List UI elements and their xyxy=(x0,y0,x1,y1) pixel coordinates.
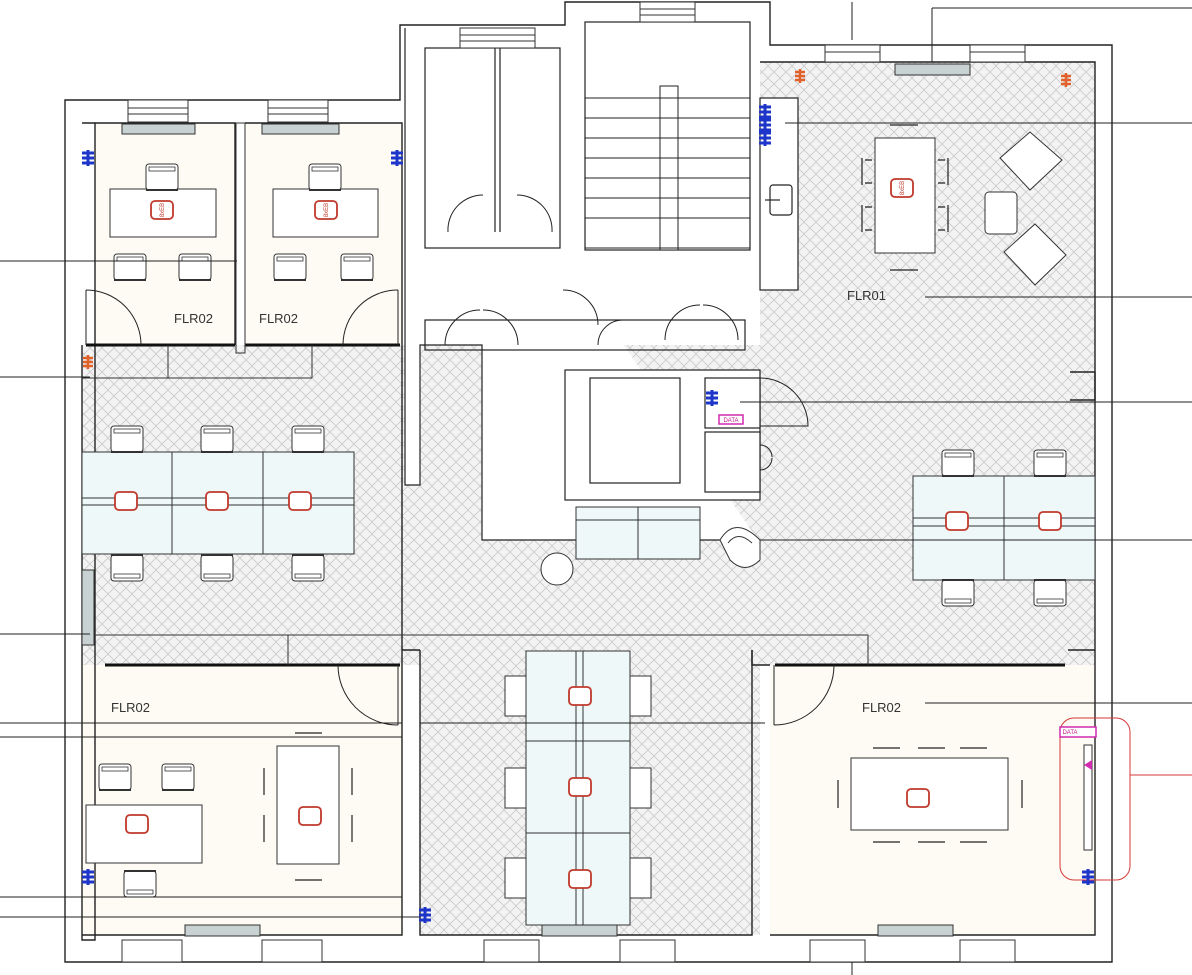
desk-cluster-west xyxy=(81,425,355,582)
svg-text:DATA: DATA xyxy=(1062,730,1077,736)
desk: 8xEB xyxy=(272,163,379,281)
windows xyxy=(81,1,1026,963)
room-label: FLR02 xyxy=(111,700,150,715)
svg-text:DATA: DATA xyxy=(723,418,738,424)
sofa-icon xyxy=(575,506,701,560)
room-label: FLR02 xyxy=(174,311,213,326)
socket-tag: 8xEB xyxy=(160,203,166,217)
door-swing-icon xyxy=(85,194,835,726)
armchair-icon xyxy=(719,527,761,568)
data-tag: DATA xyxy=(1059,726,1097,738)
socket-tag: 8xEB xyxy=(900,181,906,195)
round-table-icon xyxy=(540,552,574,586)
socket-tag: 8xEB xyxy=(324,203,330,217)
central-table xyxy=(504,650,652,926)
partition-thin xyxy=(82,122,869,665)
meeting-table-se xyxy=(837,717,1192,881)
meeting-table-ne: 8xEB xyxy=(861,124,1067,286)
stair-treads xyxy=(584,85,751,251)
desk-cluster-east xyxy=(912,449,1096,607)
room-label: FLR01 xyxy=(847,288,886,303)
room-label: FLR02 xyxy=(862,700,901,715)
desk: 8xEB xyxy=(109,163,217,281)
partitions xyxy=(86,343,1065,667)
office-sw-furniture xyxy=(85,732,353,898)
data-tag: DATA xyxy=(718,414,744,425)
room-label: FLR02 xyxy=(259,311,298,326)
stair-core xyxy=(404,21,799,541)
